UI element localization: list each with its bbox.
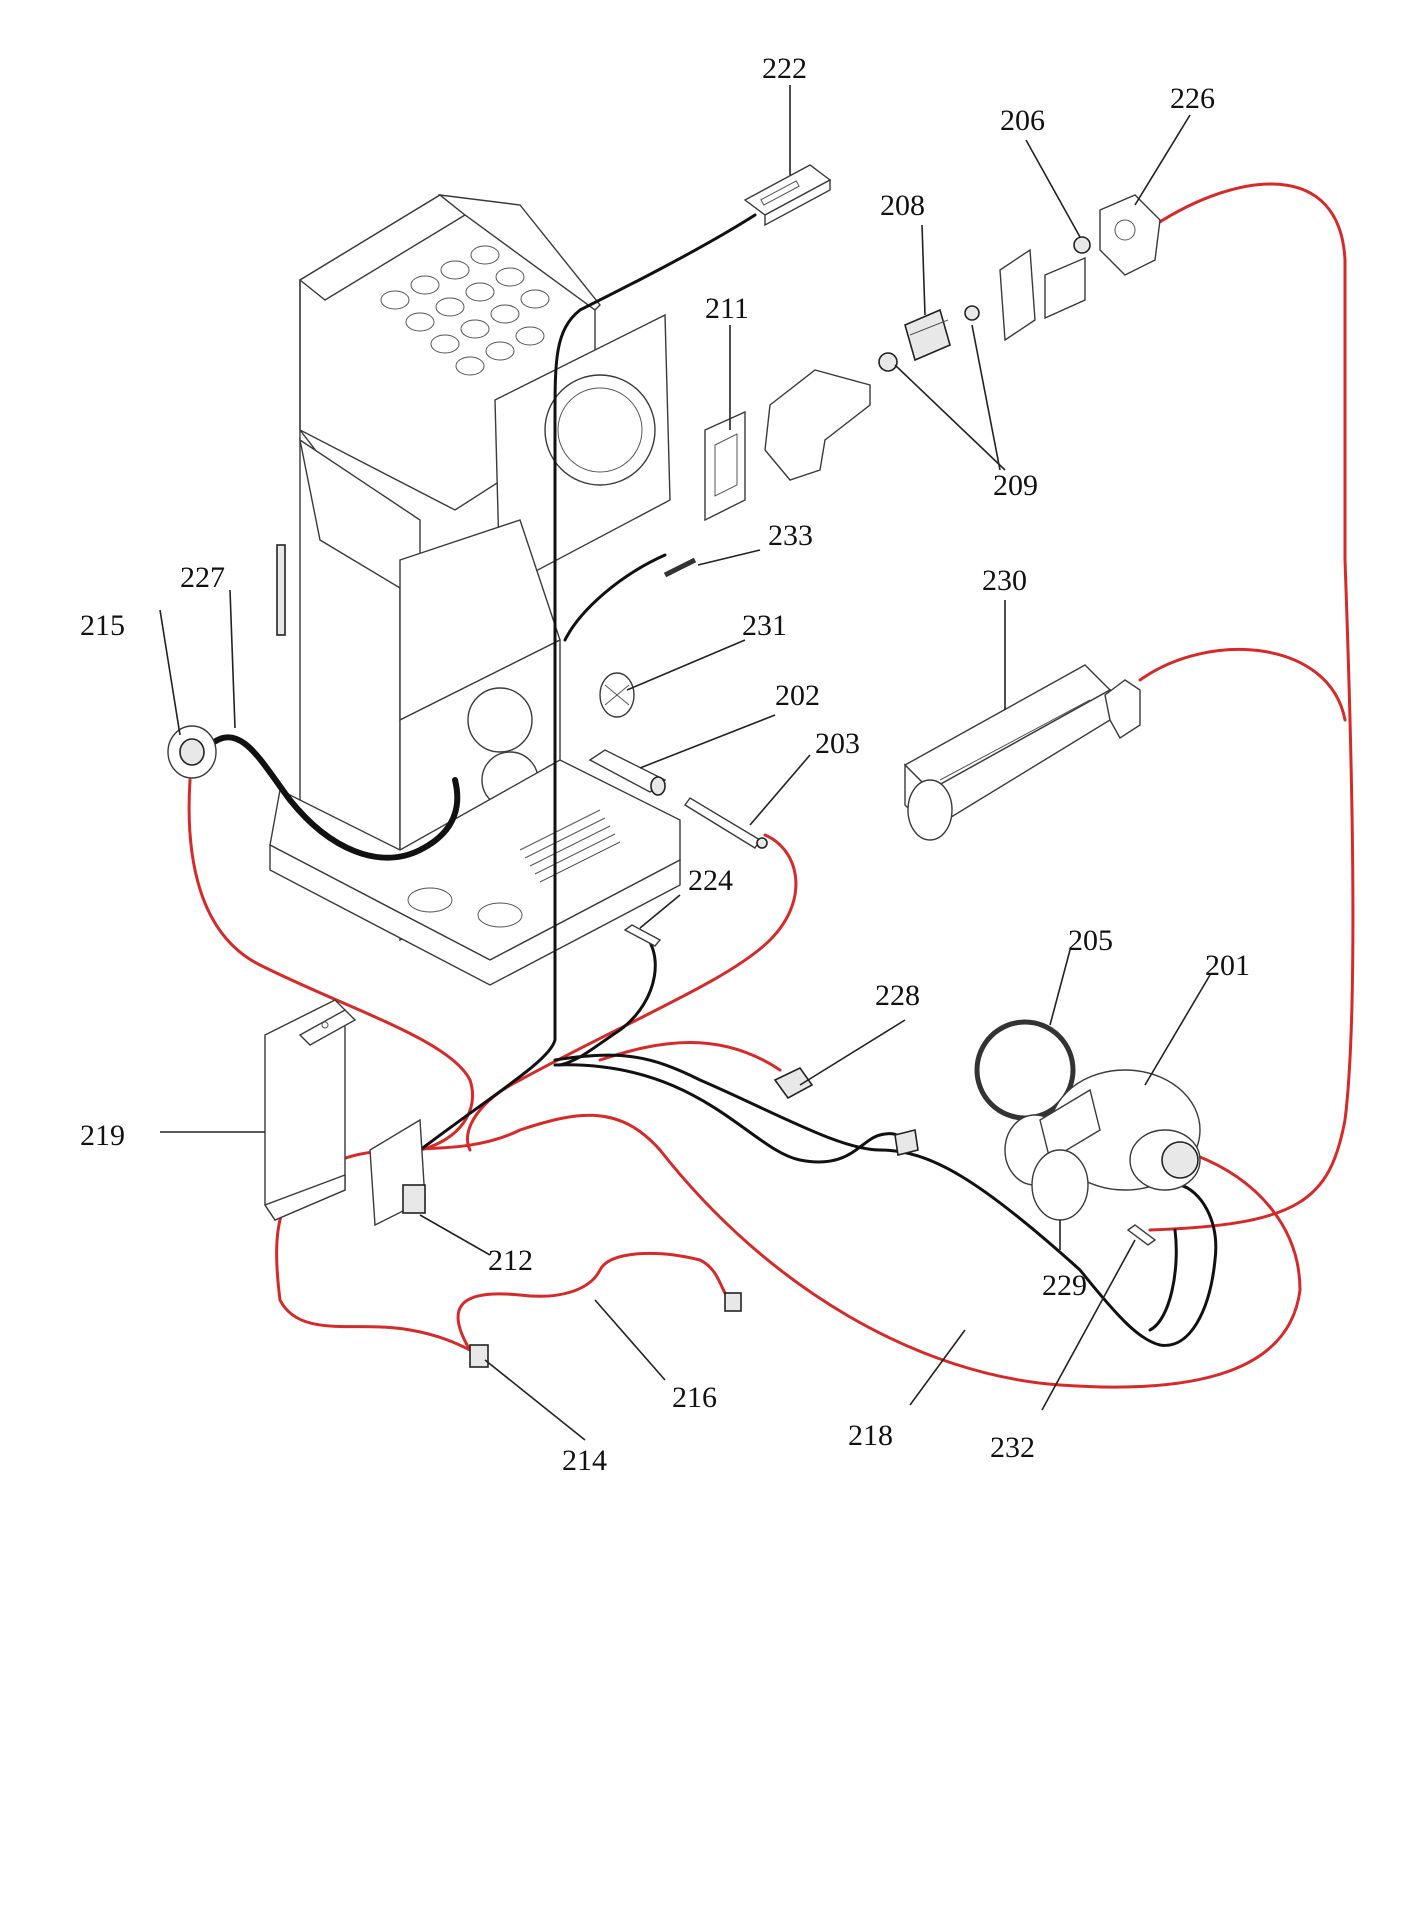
sensor-232 <box>1126 1224 1157 1246</box>
bracket-219 <box>263 999 357 1221</box>
bushing-206 <box>1073 236 1091 254</box>
callout-224: 224 <box>688 864 733 897</box>
callout-222: 222 <box>762 52 807 85</box>
auger-bracket <box>764 248 1086 481</box>
cylinder-229 <box>1031 1149 1089 1221</box>
leader-lines <box>159 85 1211 1441</box>
connector-214 <box>469 1344 489 1368</box>
callout-227: 227 <box>180 561 225 594</box>
callout-228: 228 <box>875 979 920 1012</box>
callout-208: 208 <box>880 189 925 222</box>
callout-232: 232 <box>990 1431 1035 1464</box>
rod-203 <box>683 797 768 849</box>
disc-231 <box>599 672 635 718</box>
callout-216: 216 <box>672 1381 717 1414</box>
stove-body <box>269 193 681 986</box>
callout-203: 203 <box>815 727 860 760</box>
callout-202: 202 <box>775 679 820 712</box>
washer-209a <box>878 352 898 372</box>
connector-228 <box>773 1066 814 1100</box>
callout-226: 226 <box>1170 82 1215 115</box>
callout-218: 218 <box>848 1419 893 1452</box>
callout-229: 229 <box>1042 1269 1087 1302</box>
callout-212: 212 <box>488 1244 533 1277</box>
washer-209b <box>964 305 980 321</box>
control-panel-222 <box>743 164 832 227</box>
wiring-red <box>187 182 1355 1389</box>
feed-gear-208 <box>904 308 951 362</box>
callout-211: 211 <box>705 292 749 325</box>
pressure-switch-215 <box>167 725 217 779</box>
callout-labels: 222 226 206 208 211 209 233 230 231 202 … <box>80 52 1250 1477</box>
plug-216 <box>724 1292 742 1312</box>
callout-231: 231 <box>742 609 787 642</box>
callout-201: 201 <box>1205 949 1250 982</box>
pressure-hose <box>207 734 461 861</box>
sensor-233 <box>663 557 697 578</box>
plate-211 <box>704 410 746 522</box>
wiring-black <box>418 213 1218 1347</box>
convection-fan-230 <box>903 664 1141 841</box>
auger-motor-226 <box>1099 194 1161 276</box>
plug-connector <box>894 1129 919 1156</box>
callout-215: 215 <box>80 609 125 642</box>
callout-206: 206 <box>1000 104 1045 137</box>
callout-209: 209 <box>993 469 1038 502</box>
callout-230: 230 <box>982 564 1027 597</box>
probe-224 <box>623 924 662 947</box>
callout-219: 219 <box>80 1119 125 1152</box>
callout-205: 205 <box>1068 924 1113 957</box>
control-board-212 <box>369 1118 426 1227</box>
callout-233: 233 <box>768 519 813 552</box>
callout-214: 214 <box>562 1444 607 1477</box>
igniter-202 <box>588 749 667 796</box>
